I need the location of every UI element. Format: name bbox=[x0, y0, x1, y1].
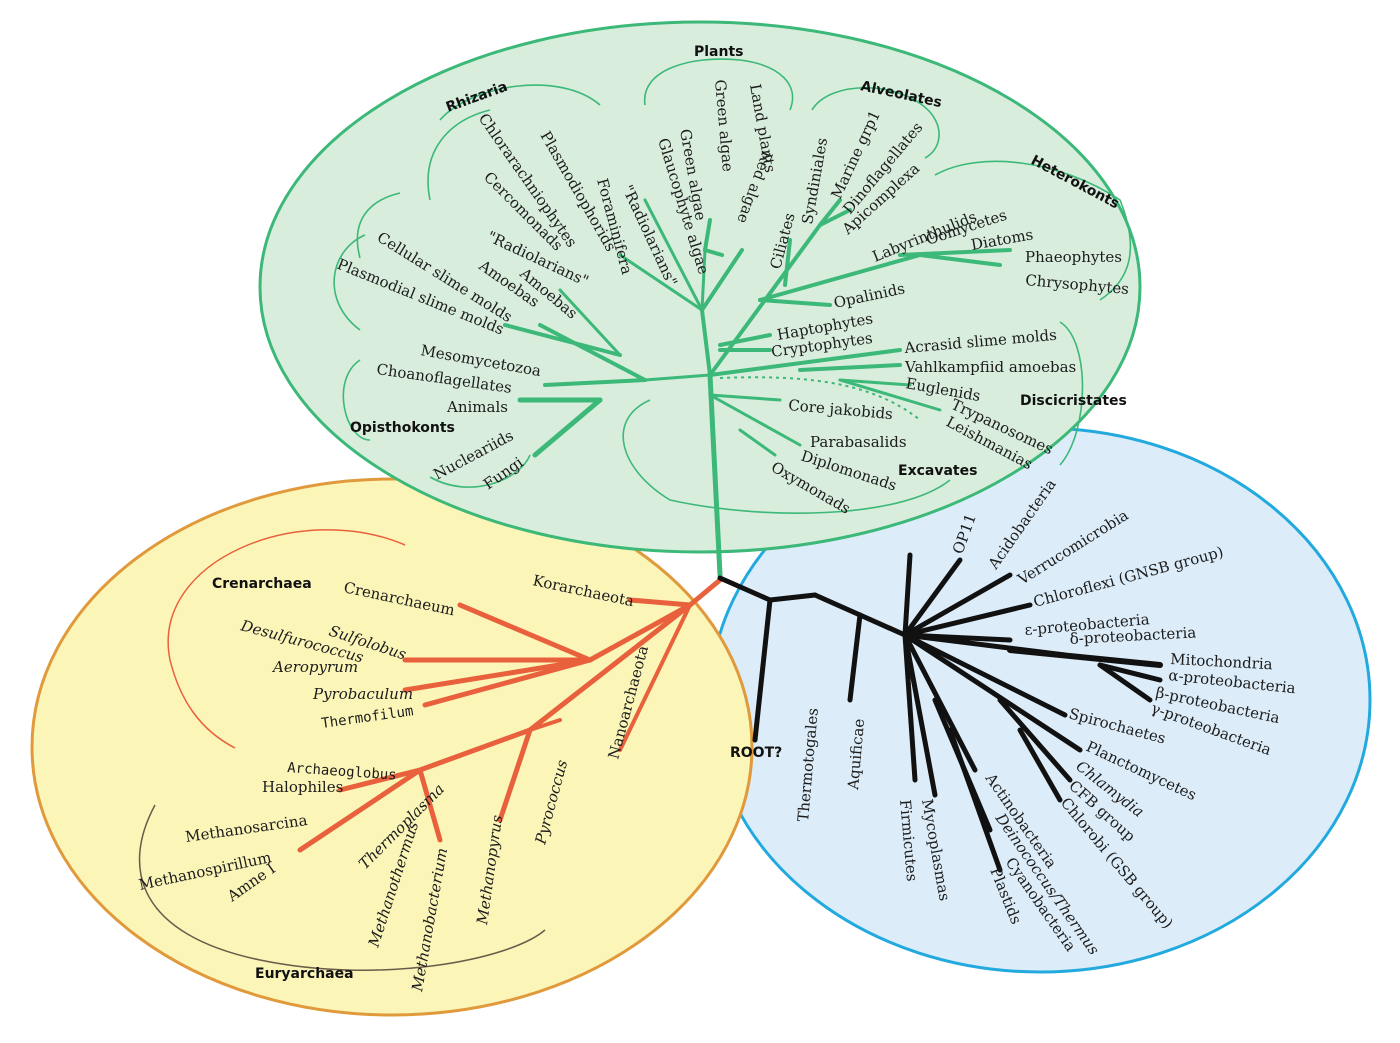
group-label-excavates: Excavates bbox=[898, 463, 977, 479]
taxon-halophiles: Halophiles bbox=[262, 778, 343, 796]
root-label: ROOT? bbox=[730, 745, 782, 761]
taxon-archaeoglobus: Archaeoglobus bbox=[287, 760, 397, 784]
eukarya-ellipse bbox=[258, 20, 1142, 554]
group-label-euryarchaea: Euryarchaea bbox=[255, 966, 354, 982]
taxon-parabasalids: Parabasalids bbox=[810, 433, 907, 451]
taxon-animals: Animals bbox=[446, 398, 508, 416]
euryarchaea-bracket bbox=[138, 804, 546, 971]
crenarchaea-bracket bbox=[167, 529, 406, 749]
group-label-opisthokonts: Opisthokonts bbox=[350, 420, 455, 436]
taxon-vahlkampfiid-amoebas: Vahlkampfiid amoebas bbox=[904, 358, 1076, 376]
group-label-crenarchaea: Crenarchaea bbox=[212, 576, 312, 592]
eukarya-group-brackets bbox=[333, 58, 1132, 514]
taxon-mitochondria: Mitochondria bbox=[1170, 650, 1273, 673]
eukarya-branches bbox=[503, 198, 1012, 578]
bacteria-branches bbox=[717, 552, 1163, 873]
taxon-aeropyrum: Aeropyrum bbox=[271, 658, 358, 676]
archaea-ellipse bbox=[30, 477, 754, 1017]
taxon-pyrobaculum: Pyrobaculum bbox=[312, 685, 413, 703]
archaea-branches bbox=[297, 577, 723, 853]
group-label-plants: Plants bbox=[694, 44, 744, 60]
group-label-discicristates: Discicristates bbox=[1020, 393, 1127, 409]
taxon-phaeophytes: Phaeophytes bbox=[1025, 248, 1122, 266]
